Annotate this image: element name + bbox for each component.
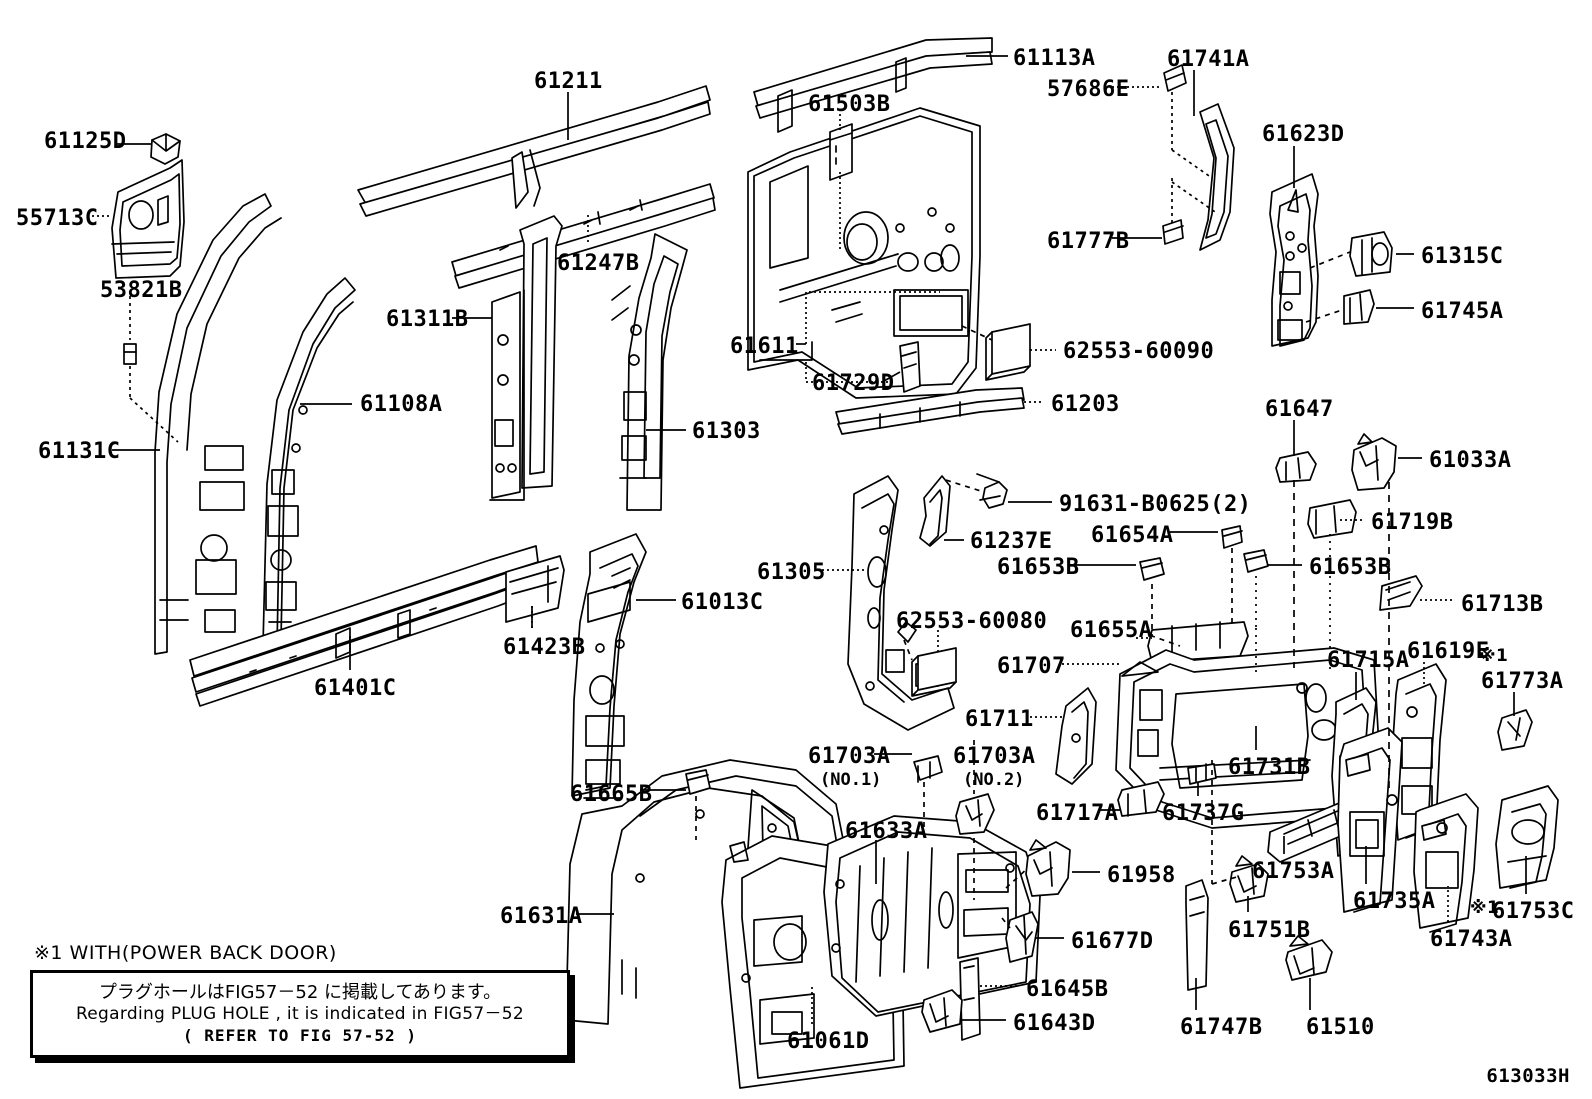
part-label-61753c[interactable]: 61753C — [1492, 899, 1575, 924]
part-label-61113a[interactable]: 61113A — [1013, 46, 1096, 71]
part-label-61423b[interactable]: 61423B — [503, 635, 586, 660]
part-label-61013c[interactable]: 61013C — [681, 590, 764, 615]
part-label-61745a[interactable]: 61745A — [1421, 299, 1504, 324]
footnote-power-back-door: ※1 WITH(POWER BACK DOOR) — [34, 942, 337, 964]
part-label-61743a[interactable]: 61743A — [1430, 927, 1513, 952]
part-label-61737g[interactable]: 61737G — [1162, 801, 1245, 826]
figure-id: 613033H — [1486, 1065, 1570, 1087]
note-line-japanese: プラグホールはFIG57－52 に掲載してあります。 — [98, 982, 502, 1004]
part-label-61211[interactable]: 61211 — [534, 69, 603, 94]
part-label-62553-60080[interactable]: 62553-60080 — [896, 609, 1048, 634]
part-label-61510[interactable]: 61510 — [1306, 1015, 1375, 1040]
part-label-61108a[interactable]: 61108A — [360, 392, 443, 417]
part-label-61717a[interactable]: 61717A — [1036, 801, 1119, 826]
part-label-61033a[interactable]: 61033A — [1429, 448, 1512, 473]
footnote-marker-icon-61753c: ※1 — [1470, 898, 1500, 918]
part-label-61645b[interactable]: 61645B — [1026, 977, 1109, 1002]
part-label-61305[interactable]: 61305 — [757, 560, 826, 585]
part-label-61713b[interactable]: 61713B — [1461, 592, 1544, 617]
part-label-61315c[interactable]: 61315C — [1421, 244, 1504, 269]
part-label-61237e[interactable]: 61237E — [970, 529, 1053, 554]
plug-hole-note-box: プラグホールはFIG57－52 に掲載してあります。 Regarding PLU… — [30, 970, 570, 1058]
part-label-61731b[interactable]: 61731B — [1228, 755, 1311, 780]
part-label-61654a[interactable]: 61654A — [1091, 523, 1174, 548]
part-label-61741a[interactable]: 61741A — [1167, 47, 1250, 72]
part-label-57686e[interactable]: 57686E — [1047, 77, 1130, 102]
part-label-61203[interactable]: 61203 — [1051, 392, 1120, 417]
part-label-61665b[interactable]: 61665B — [570, 782, 653, 807]
part-label-61653b-left[interactable]: 61653B — [997, 555, 1080, 580]
part-label-61643d[interactable]: 61643D — [1013, 1011, 1096, 1036]
part-label-61131c[interactable]: 61131C — [38, 439, 121, 464]
part-label-61619e[interactable]: 61619E — [1407, 639, 1490, 664]
part-label-61703a-1[interactable]: 61703A — [808, 744, 891, 769]
part-label-61735a[interactable]: 61735A — [1353, 889, 1436, 914]
part-sublabel-61703a-1: (NO.1) — [820, 770, 882, 790]
part-label-61711[interactable]: 61711 — [965, 707, 1034, 732]
part-label-61958[interactable]: 61958 — [1107, 863, 1176, 888]
part-label-91631-b0625(2)[interactable]: 91631-B0625(2) — [1059, 492, 1252, 517]
part-label-61633a[interactable]: 61633A — [845, 819, 928, 844]
part-label-61303[interactable]: 61303 — [692, 419, 761, 444]
part-label-61719b[interactable]: 61719B — [1371, 510, 1454, 535]
footnote-marker-icon-61773a: ※1 — [1479, 646, 1509, 666]
part-label-61503b[interactable]: 61503B — [808, 92, 891, 117]
part-label-61747b[interactable]: 61747B — [1180, 1015, 1263, 1040]
part-label-55713c[interactable]: 55713C — [16, 206, 99, 231]
part-label-61401c[interactable]: 61401C — [314, 676, 397, 701]
part-label-61125d[interactable]: 61125D — [44, 129, 127, 154]
part-label-61677d[interactable]: 61677D — [1071, 929, 1154, 954]
part-label-61647[interactable]: 61647 — [1265, 397, 1334, 422]
part-label-61061d[interactable]: 61061D — [787, 1029, 870, 1054]
part-label-61707[interactable]: 61707 — [997, 654, 1066, 679]
part-label-61751b[interactable]: 61751B — [1228, 918, 1311, 943]
part-label-61653b-right[interactable]: 61653B — [1309, 555, 1392, 580]
note-line-reference: ( REFER TO FIG 57-52 ) — [183, 1026, 417, 1046]
part-label-53821b[interactable]: 53821B — [100, 278, 183, 303]
part-label-61311b[interactable]: 61311B — [386, 307, 469, 332]
part-label-61631a[interactable]: 61631A — [500, 904, 583, 929]
part-sublabel-61703a-2: (NO.2) — [963, 770, 1025, 790]
note-line-english: Regarding PLUG HOLE , it is indicated in… — [75, 1004, 525, 1025]
part-label-61715a[interactable]: 61715A — [1327, 648, 1410, 673]
part-label-61623d[interactable]: 61623D — [1262, 122, 1345, 147]
part-label-61611[interactable]: 61611 — [730, 334, 799, 359]
part-label-61247b[interactable]: 61247B — [557, 251, 640, 276]
part-label-62553-60090[interactable]: 62553-60090 — [1063, 339, 1215, 364]
part-label-61753a[interactable]: 61753A — [1252, 859, 1335, 884]
part-label-61773a[interactable]: 61773A — [1481, 669, 1564, 694]
part-label-61703a-2[interactable]: 61703A — [953, 744, 1036, 769]
part-label-61777b[interactable]: 61777B — [1047, 229, 1130, 254]
part-label-61729d[interactable]: 61729D — [812, 371, 895, 396]
part-label-61655a[interactable]: 61655A — [1070, 618, 1153, 643]
